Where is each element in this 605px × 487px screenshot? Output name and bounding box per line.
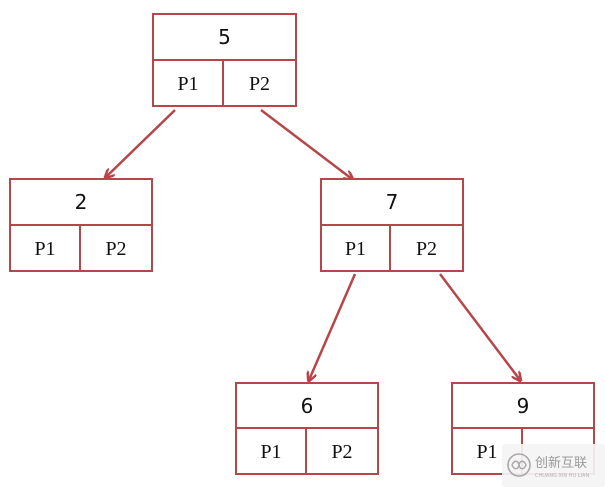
node-left-p2: P2 <box>105 238 126 260</box>
node-left-key: 2 <box>75 190 88 214</box>
node-root-key-cell <box>152 13 297 61</box>
node-left-p2-cell <box>79 224 153 272</box>
edge-root-to-right <box>260 109 352 179</box>
node-rleft-p2-cell <box>305 427 379 475</box>
node-left-p1-cell <box>9 224 81 272</box>
node-rleft: 6 P1 P2 <box>235 382 379 475</box>
node-left-p1: P1 <box>34 238 55 260</box>
node-right-p2-cell <box>389 224 464 272</box>
node-rleft-key: 6 <box>301 394 314 418</box>
watermark: 创新互联 CHUANG XIN HU LIAN <box>502 444 605 487</box>
watermark-subtext: CHUANG XIN HU LIAN <box>535 473 589 479</box>
edge-right-to-rleft <box>309 273 357 380</box>
edge-root-to-left <box>106 109 176 177</box>
node-left-key-cell <box>9 178 153 226</box>
node-rright-p1: P1 <box>476 441 497 463</box>
node-left: 2 P1 P2 <box>9 178 153 272</box>
node-root-p1: P1 <box>177 73 198 95</box>
node-right: 7 P1 P2 <box>320 178 464 272</box>
infinity-logo-icon <box>507 453 531 477</box>
node-rleft-p2: P2 <box>331 441 352 463</box>
node-root: 5 P1 P2 <box>152 13 297 107</box>
node-rleft-p1: P1 <box>260 441 281 463</box>
node-root-p1-cell <box>152 59 224 107</box>
node-root-p2: P2 <box>249 73 270 95</box>
node-root-p2-cell <box>222 59 297 107</box>
node-right-p1-cell <box>320 224 391 272</box>
node-root-key: 5 <box>218 25 231 49</box>
edge-right-to-rright <box>439 273 520 380</box>
watermark-background <box>502 444 605 487</box>
node-rleft-key-cell <box>235 382 379 429</box>
watermark-text: 创新互联 <box>535 455 587 471</box>
node-rright-key: 9 <box>517 394 530 418</box>
node-right-key: 7 <box>386 190 399 214</box>
node-right-p1: P1 <box>345 238 366 260</box>
node-right-p2: P2 <box>416 238 437 260</box>
